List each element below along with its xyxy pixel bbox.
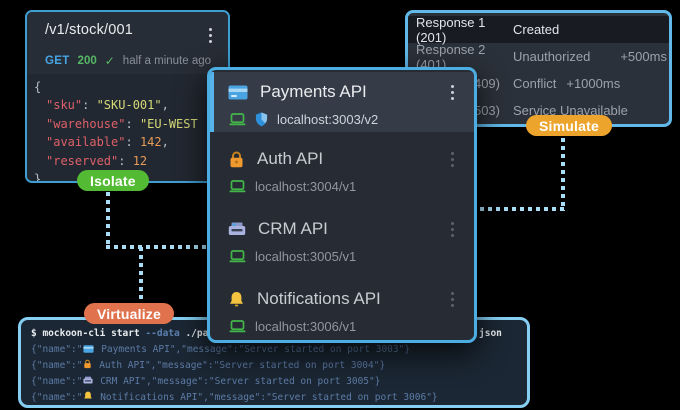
environment-host: localhost:3004/v1 xyxy=(255,178,357,194)
environment-menu-kebab-icon[interactable] xyxy=(447,81,458,104)
tls-shield-icon xyxy=(255,112,268,126)
response-json-body: { "sku": "SKU-001", "warehouse": "EU-WES… xyxy=(27,73,228,181)
bell-icon xyxy=(230,291,243,307)
simulate-badge[interactable]: Simulate xyxy=(526,115,612,136)
json-line-sku: "sku": "SKU-001", xyxy=(46,98,169,113)
response-row-201[interactable]: Response 1 (201) Created xyxy=(408,15,669,45)
cli-log-auth: {"name":" Auth API","message":"Server st… xyxy=(31,359,386,371)
request-menu-kebab-icon[interactable] xyxy=(205,24,216,47)
cli-log-notifications: {"name":" Notifications API","message":"… xyxy=(31,391,438,403)
cli-data-flag: --data xyxy=(145,328,180,339)
request-log-header: /v1/stock/001 GET 200 ✓ half a minute ag… xyxy=(27,12,228,74)
server-running-icon xyxy=(229,249,246,262)
cli-command-line: $ mockoon-cli start --data ./paym json xyxy=(31,326,527,342)
environment-menu-kebab-icon[interactable] xyxy=(447,288,458,311)
request-route: /v1/stock/001 xyxy=(45,22,134,38)
environment-item-payments[interactable]: Payments API localhost:3003/v2 xyxy=(210,72,474,132)
virtualize-badge[interactable]: Virtualize xyxy=(84,303,174,324)
request-timestamp: half a minute ago xyxy=(122,54,212,67)
environment-host: localhost:3003/v2 xyxy=(277,111,379,127)
lock-icon xyxy=(84,359,92,369)
environment-host: localhost:3006/v1 xyxy=(255,318,357,334)
connector-isolate-horizontal xyxy=(106,245,209,249)
http-status-code: 200 xyxy=(77,54,97,67)
printer-device-icon xyxy=(228,222,246,235)
cli-command-tail: json xyxy=(479,328,502,339)
response-delay: +1000ms xyxy=(566,76,621,91)
environment-host: localhost:3005/v1 xyxy=(255,248,357,264)
connector-simulate-vertical xyxy=(561,138,565,211)
json-line-reserved: "reserved": 12 xyxy=(46,153,148,168)
connector-isolate-vertical xyxy=(106,192,110,248)
json-line-available: "available": 142, xyxy=(46,135,169,150)
connector-virtualize-vertical xyxy=(139,247,143,317)
server-running-icon xyxy=(229,319,246,332)
environments-list-panel: Payments API localhost:3003/v2 xyxy=(207,67,477,343)
environment-item-auth[interactable]: Auth API localhost:3004/v1 xyxy=(210,132,474,202)
response-row-503[interactable]: (503) Service Unavailable xyxy=(469,103,628,118)
environment-menu-kebab-icon[interactable] xyxy=(447,218,458,241)
environment-menu-kebab-icon[interactable] xyxy=(447,148,458,171)
isolate-badge[interactable]: Isolate xyxy=(77,170,149,191)
server-running-icon xyxy=(229,112,246,125)
connector-simulate-horizontal xyxy=(472,207,565,211)
cli-log-crm: {"name":" CRM API","message":"Server sta… xyxy=(31,376,381,387)
credit-card-icon xyxy=(83,345,95,353)
printer-device-icon xyxy=(83,376,94,384)
response-row-401[interactable]: Response 2 (401) Unauthorized +500ms xyxy=(416,41,667,72)
environment-item-notifications[interactable]: Notifications API localhost:3006/v1 xyxy=(210,272,474,340)
http-method-badge: GET xyxy=(45,54,70,67)
lock-icon xyxy=(230,151,243,168)
environment-item-crm[interactable]: CRM API localhost:3005/v1 xyxy=(210,202,474,272)
response-delay: +500ms xyxy=(620,49,667,64)
response-row-409[interactable]: (409) Conflict +1000ms xyxy=(469,76,621,91)
bell-icon xyxy=(84,391,93,399)
terminal-prompt: $ xyxy=(31,328,43,339)
server-running-icon xyxy=(229,179,246,192)
success-check-icon: ✓ xyxy=(104,53,115,68)
cli-log-payments: {"name":" Payments API","message":"Serve… xyxy=(31,344,411,355)
json-line-warehouse: "warehouse": "EU-WEST xyxy=(46,116,198,131)
request-log-panel: /v1/stock/001 GET 200 ✓ half a minute ag… xyxy=(25,10,230,183)
credit-card-icon xyxy=(228,85,248,100)
